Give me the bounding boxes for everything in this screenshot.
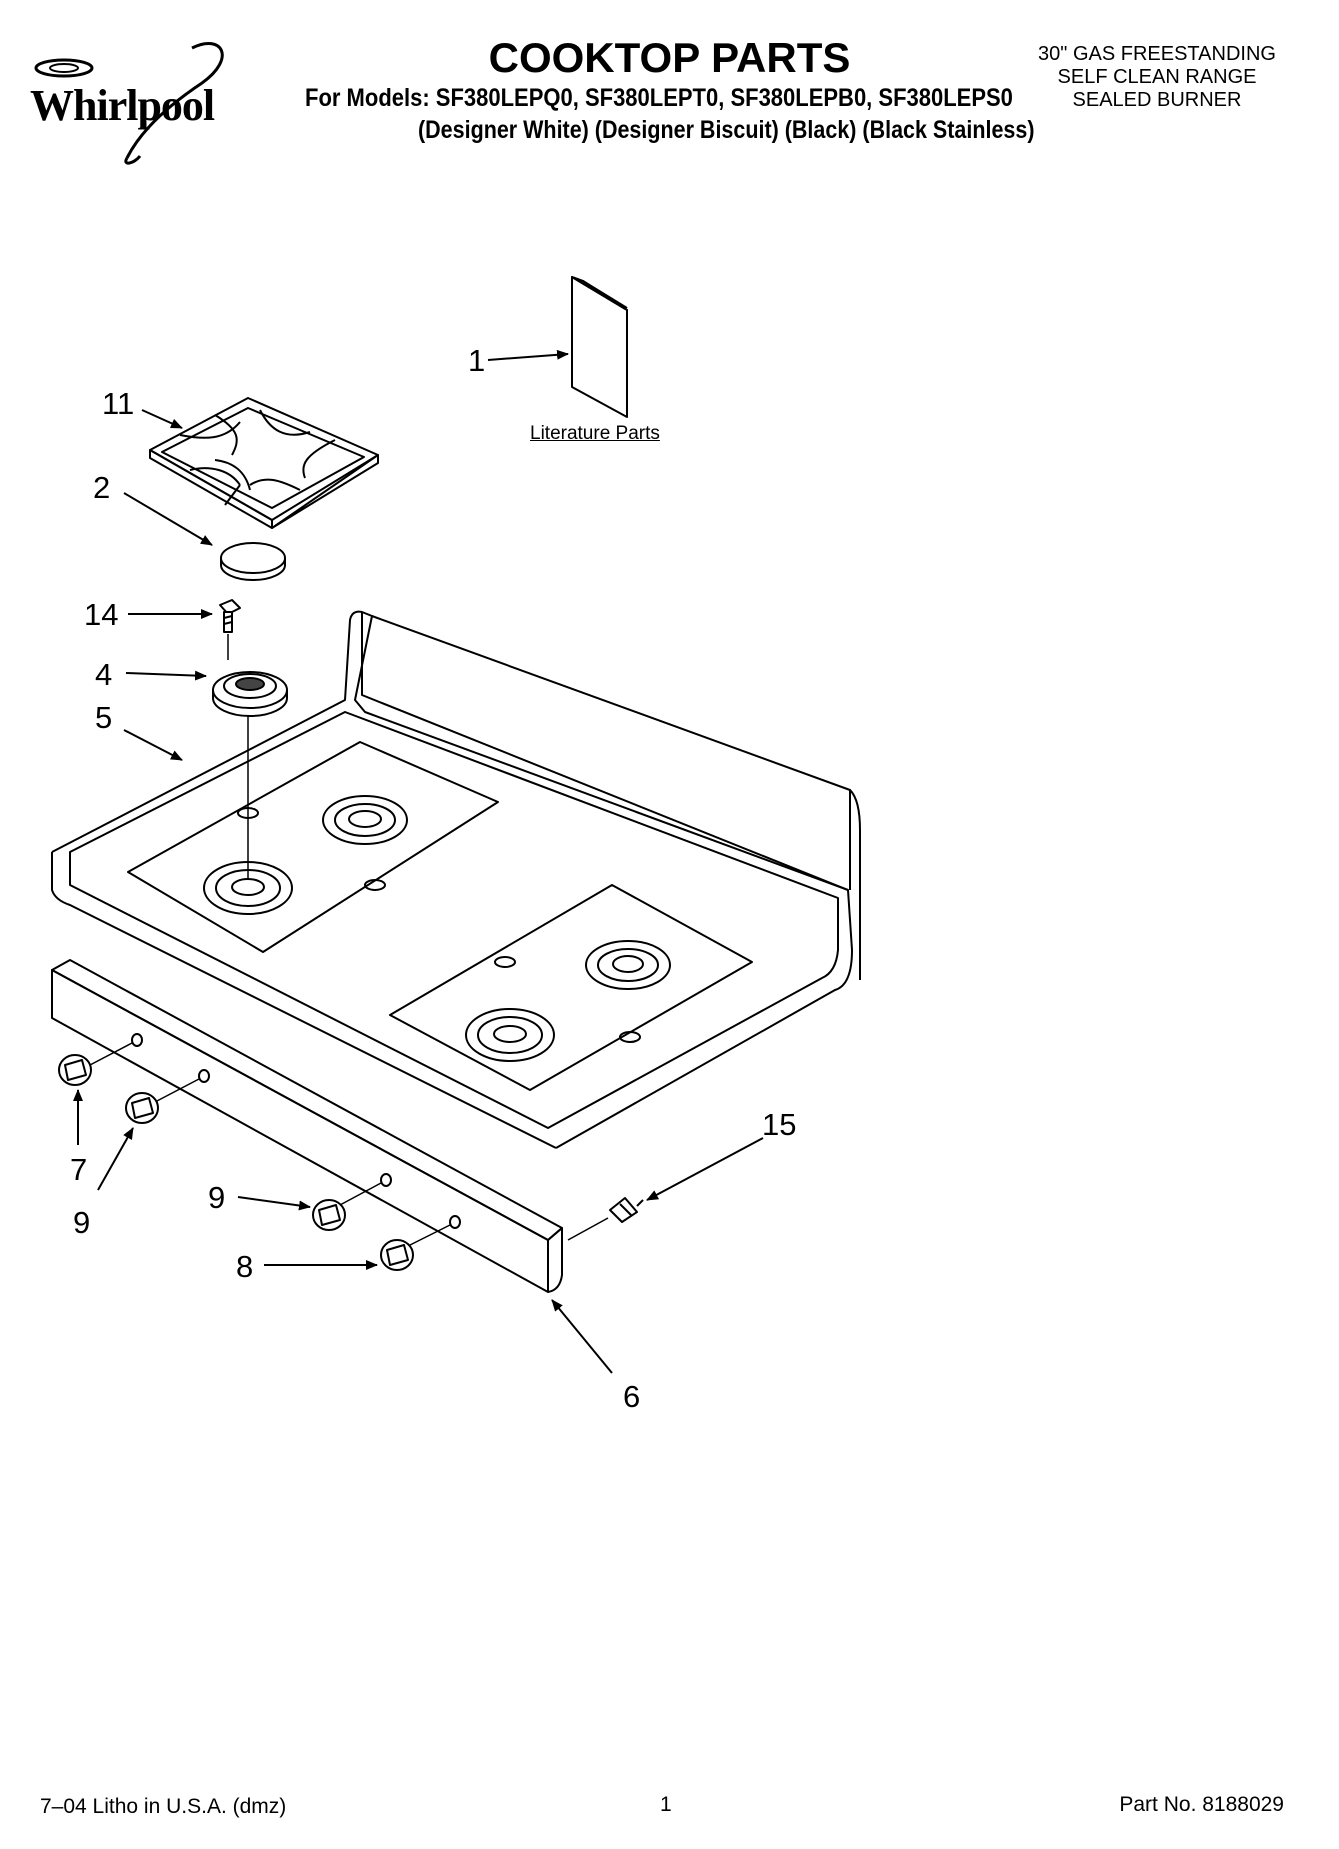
models-line: For Models: SF380LEPQ0, SF380LEPT0, SF38… (305, 84, 1013, 112)
page-title: COOKTOP PARTS (488, 34, 851, 81)
callout-11: 11 (102, 386, 134, 421)
product-line-2: SELF CLEAN RANGE (1057, 66, 1257, 88)
callout-6: 6 (623, 1379, 640, 1414)
whirlpool-logo (34, 42, 224, 165)
callout-8: 8 (236, 1249, 253, 1284)
footer-litho: 7–04 Litho in U.S.A. (dmz) (40, 1795, 287, 1818)
knob-7 (58, 1054, 92, 1086)
literature-booklet (571, 276, 628, 418)
burner-base (212, 671, 288, 717)
part-number: Part No. 8188029 (1119, 1793, 1284, 1816)
callout-15: 15 (762, 1107, 796, 1142)
callout-7: 7 (70, 1152, 87, 1187)
brand-name: Whirlpool (30, 81, 215, 130)
knob-9-right (312, 1199, 346, 1231)
knob-8 (380, 1239, 414, 1271)
callout-1: 1 (468, 343, 485, 378)
page-number: 1 (660, 1793, 672, 1816)
colors-line: (Designer White) (Designer Biscuit) (Bla… (418, 116, 1035, 144)
callout-14: 14 (84, 597, 118, 632)
panel-screw (609, 1197, 644, 1223)
callout-9-right: 9 (208, 1180, 225, 1215)
burner-grate (149, 397, 379, 529)
manifold-panel (51, 959, 563, 1293)
callout-2: 2 (93, 470, 110, 505)
burner-screw (219, 599, 241, 633)
product-line-1: 30" GAS FREESTANDING (1038, 43, 1276, 65)
callout-9-left: 9 (73, 1205, 90, 1240)
knob-9-left (125, 1092, 159, 1124)
callout-5: 5 (95, 700, 112, 735)
callout-4: 4 (95, 657, 112, 692)
product-line-3: SEALED BURNER (1072, 89, 1242, 111)
literature-parts-label: Literature Parts (530, 423, 660, 444)
burner-cap (220, 542, 286, 581)
cooktop (51, 610, 861, 1149)
